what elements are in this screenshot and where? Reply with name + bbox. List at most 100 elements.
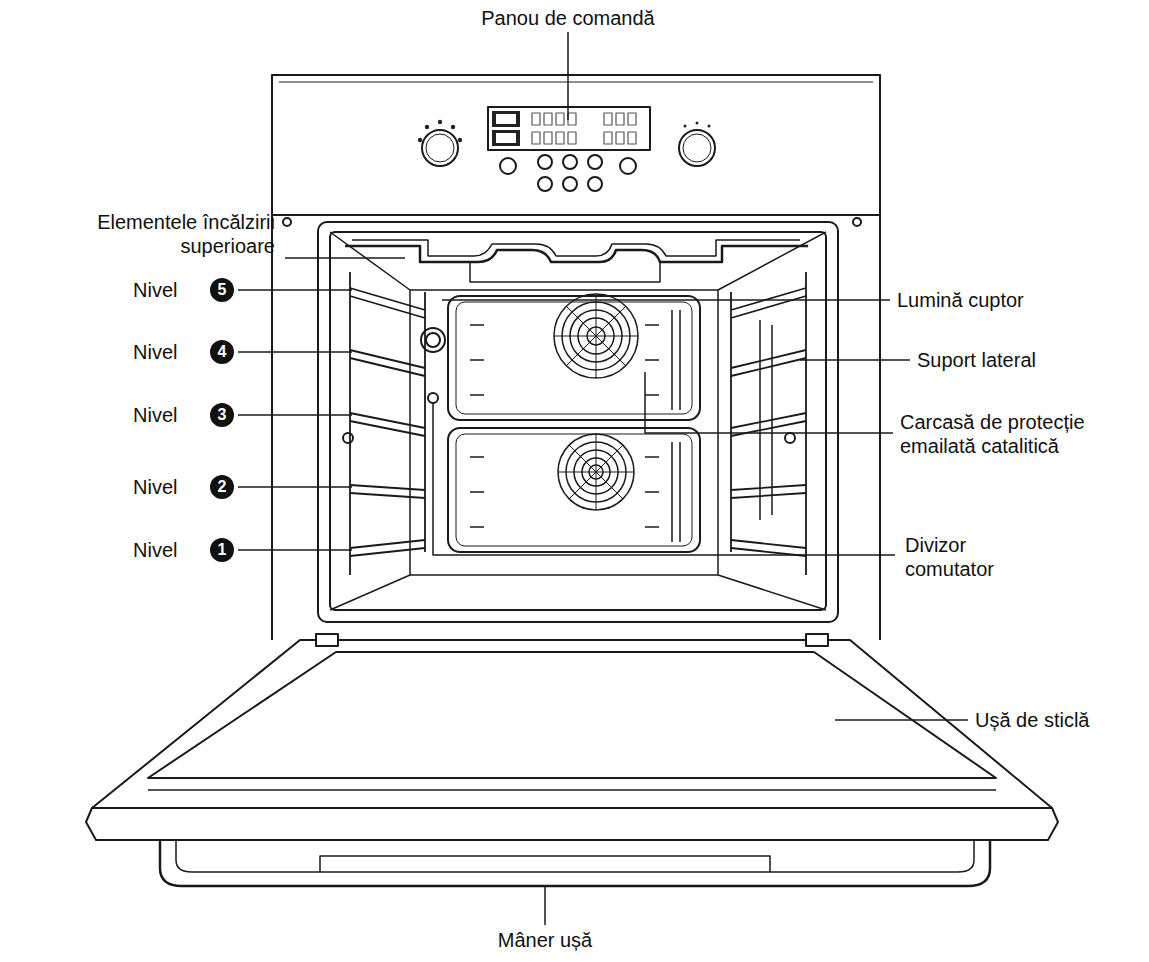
part-label: Ușă de sticlă (975, 708, 1090, 732)
part-label: Suport lateral (917, 348, 1036, 372)
part-label: Panou de comandă (468, 6, 668, 30)
leader-line (645, 372, 893, 433)
tick (438, 120, 442, 124)
button (563, 155, 577, 169)
knob-ring (426, 134, 454, 162)
leader-line (442, 299, 890, 301)
door-hinge (806, 634, 828, 646)
leader-line (800, 359, 910, 361)
digit (616, 132, 624, 144)
casing-inner (456, 434, 692, 546)
level-number: 4 (210, 340, 234, 364)
knob-ring (683, 134, 711, 162)
digit (568, 113, 576, 125)
knob-ticks (418, 120, 711, 142)
tick (708, 125, 711, 128)
display-icon (496, 133, 516, 143)
level-label: Nivel (133, 538, 177, 562)
leader-line (238, 414, 352, 416)
digit (604, 132, 612, 144)
part-label: Mâner ușă (445, 928, 645, 952)
level-label: Nivel (133, 475, 177, 499)
fan (554, 294, 638, 378)
rack-rail (350, 350, 425, 376)
screw (853, 218, 861, 226)
slots (470, 442, 680, 542)
door-handle-inner (176, 840, 974, 872)
fan-ring (558, 434, 634, 510)
tick (696, 122, 699, 125)
leader-line (567, 32, 569, 120)
rack-rail (350, 485, 425, 498)
rack-frame (350, 272, 425, 575)
cavity-inner (330, 232, 826, 610)
part-label: Lumină cuptor (897, 288, 1024, 312)
level-number: 5 (210, 278, 234, 302)
level-number: 1 (210, 538, 234, 562)
button (563, 177, 577, 191)
digit (544, 113, 552, 125)
digit (556, 132, 564, 144)
screw (283, 218, 291, 226)
leader-line (835, 719, 968, 721)
door-front-edge (86, 808, 1058, 840)
knob (422, 130, 458, 166)
rack-frame (731, 272, 806, 575)
tick (418, 138, 422, 142)
leader-line (238, 549, 352, 551)
digit (616, 113, 624, 125)
rack-rail (350, 413, 425, 436)
rack-rail (350, 540, 425, 556)
door-glass (148, 652, 996, 778)
button (588, 177, 602, 191)
rack-stud (785, 433, 795, 443)
button (538, 177, 552, 191)
rack-rail (731, 485, 806, 498)
rack-rail (731, 288, 806, 318)
part-label: Carcasă de protecție emailată catalitică (900, 410, 1145, 458)
part-label: Divizor comutator (905, 533, 1055, 581)
button (500, 158, 516, 174)
leader-line (238, 351, 352, 353)
part-label: Elementele încălzirii superioare (5, 210, 275, 258)
rack-rail (731, 350, 806, 376)
level-label: Nivel (133, 403, 177, 427)
body-trim (279, 82, 873, 83)
heating-element-bracket (470, 262, 660, 282)
door-glass-edge (148, 789, 996, 791)
display (488, 107, 650, 150)
digit (568, 132, 576, 144)
digit (544, 132, 552, 144)
door-inner-face (92, 640, 1052, 808)
fan-spokes (554, 294, 638, 378)
side-rack (350, 272, 425, 575)
display-icon (496, 114, 516, 124)
heating-element (352, 240, 800, 256)
digit (628, 132, 636, 144)
digit (556, 113, 564, 125)
fan-ring (554, 294, 638, 378)
door-switch (428, 393, 438, 403)
button (538, 155, 552, 169)
rack-support (760, 320, 772, 520)
protective-casing (448, 428, 700, 552)
oven-light-lens (426, 333, 440, 347)
leader-line (285, 257, 405, 259)
leader-line (544, 886, 546, 925)
tick (458, 138, 462, 142)
panel-edge (272, 214, 880, 216)
rack-stud (343, 433, 353, 443)
tick (425, 125, 429, 129)
fan-spokes (558, 434, 634, 510)
heating-element (345, 246, 808, 262)
leader-line (433, 403, 895, 555)
side-rack (731, 272, 806, 575)
display-icon (492, 130, 520, 146)
leader-line (238, 486, 352, 488)
tick (451, 125, 455, 129)
door-handle-grip (320, 856, 770, 872)
tick (684, 125, 687, 128)
digit (628, 113, 636, 125)
level-label: Nivel (133, 278, 177, 302)
